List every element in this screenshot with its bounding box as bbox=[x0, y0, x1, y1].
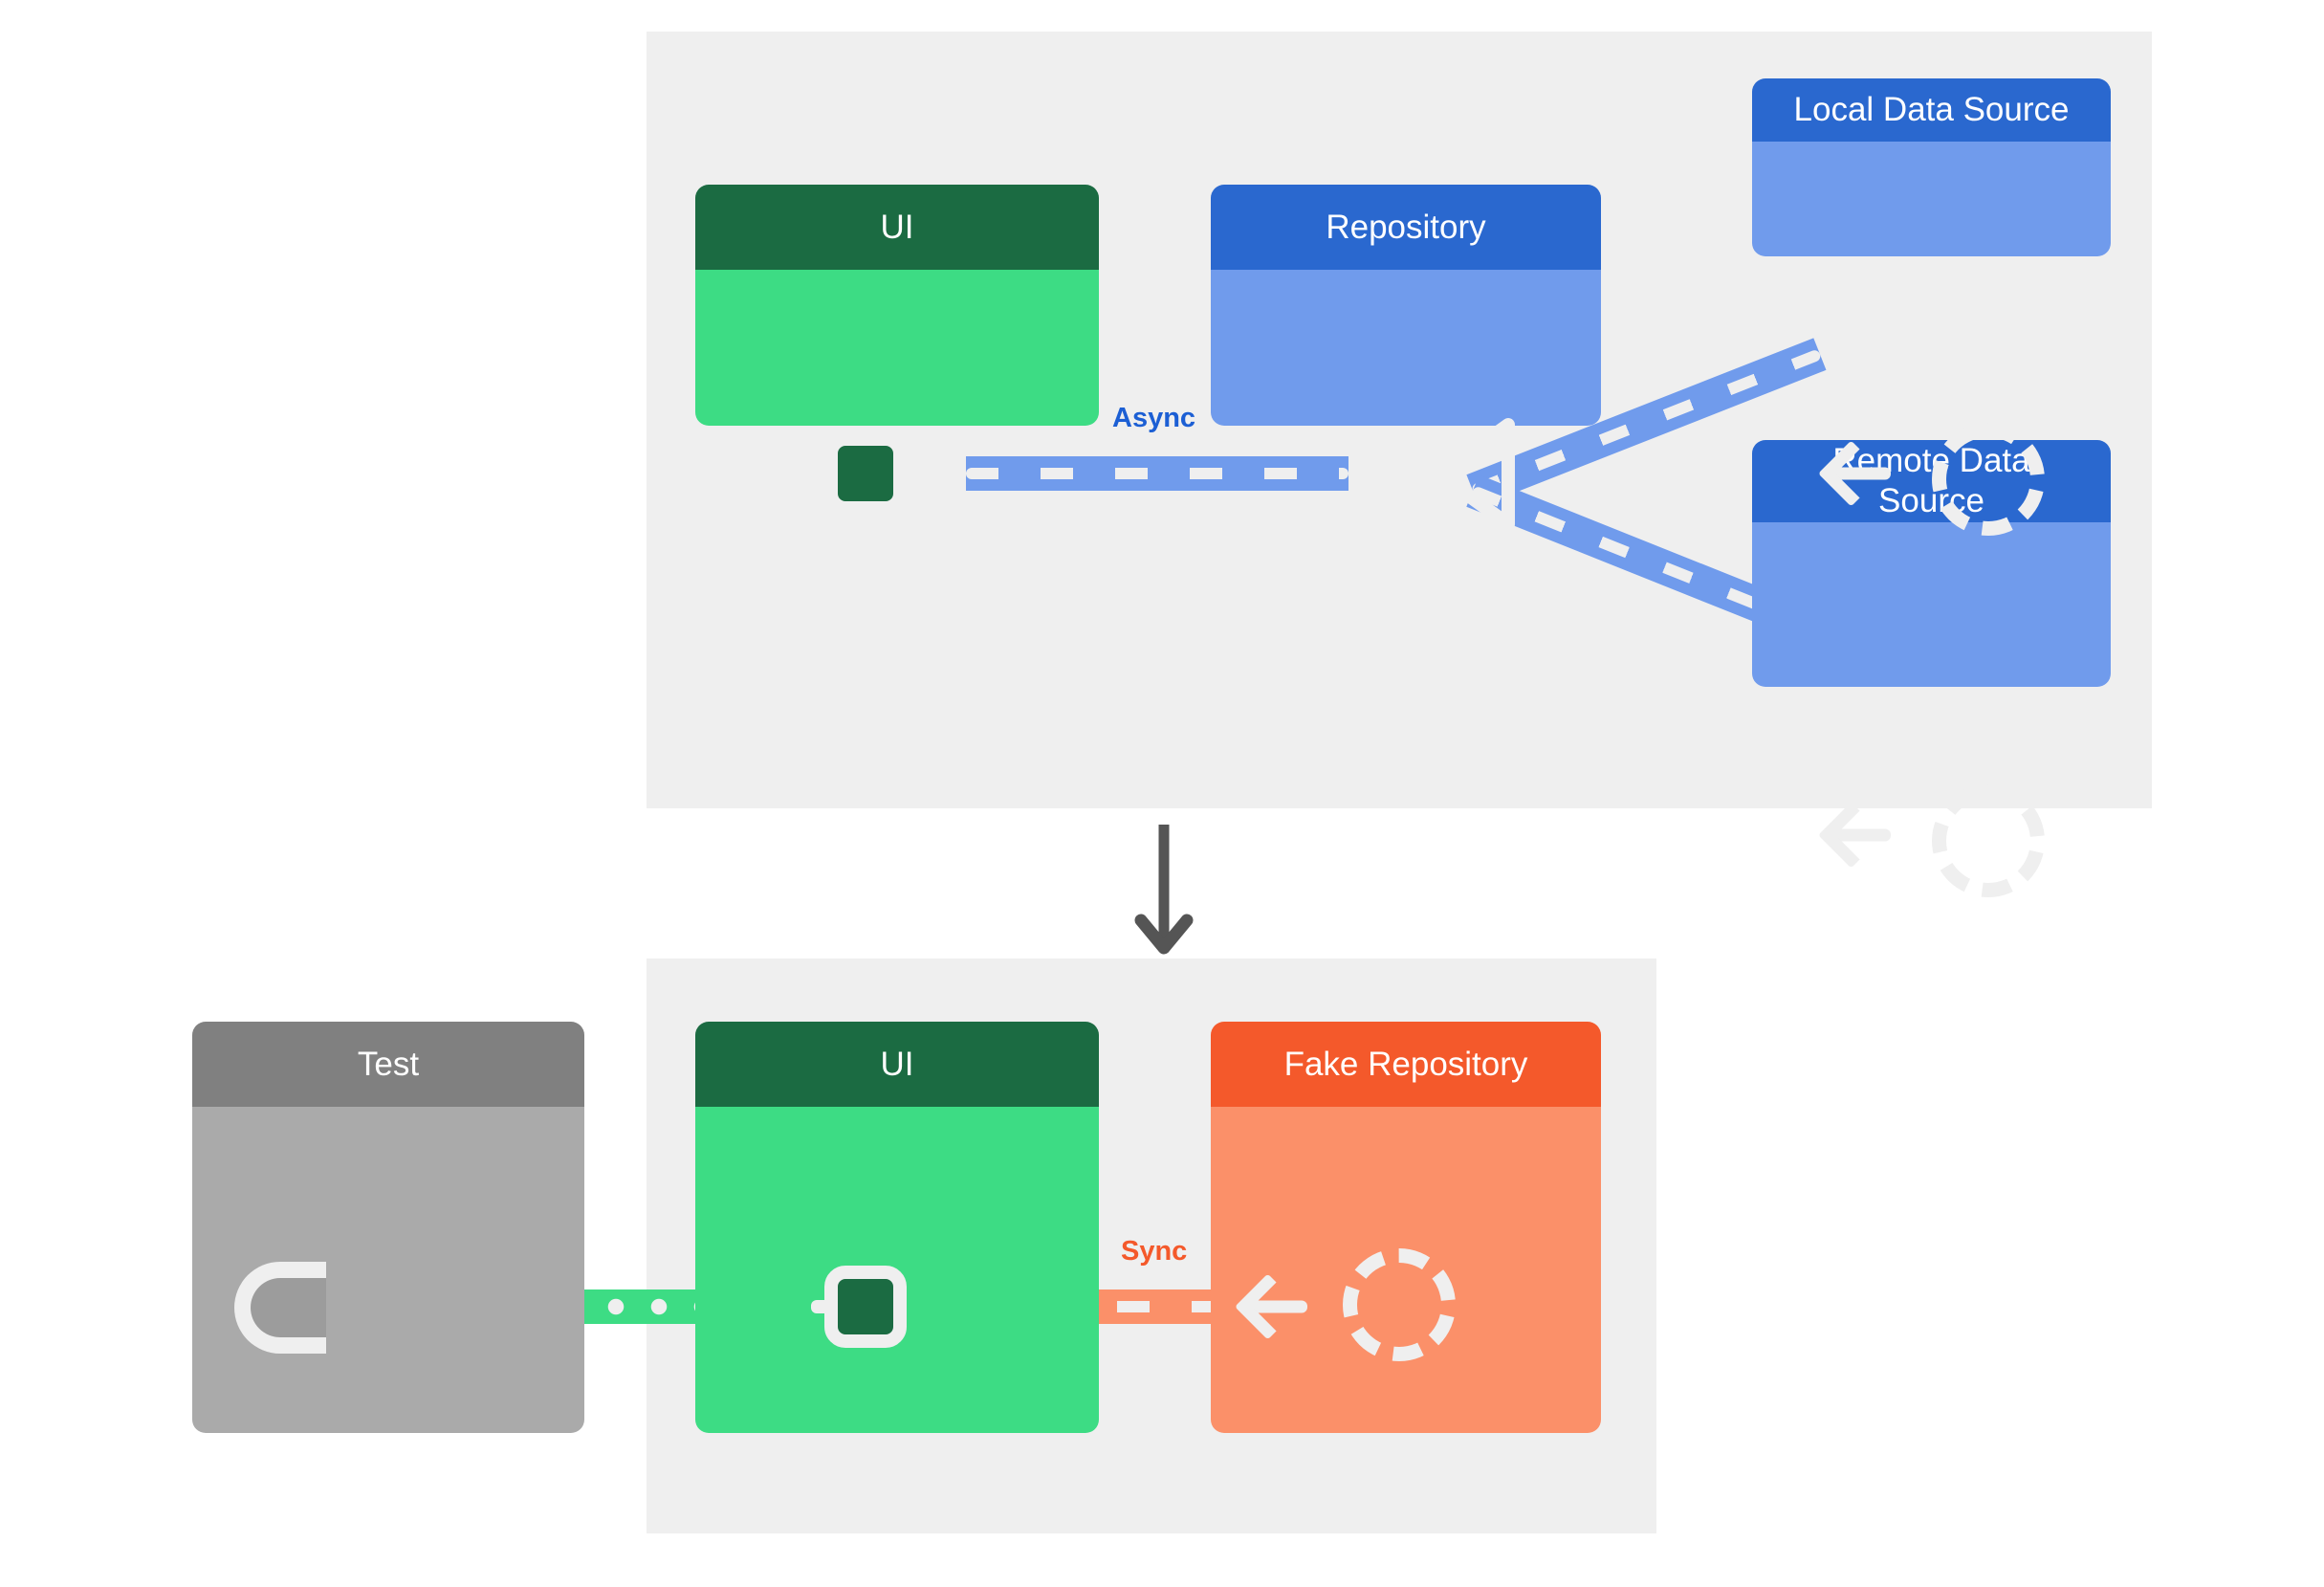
card-ui-production[interactable]: UI bbox=[695, 185, 1099, 426]
card-body-test bbox=[192, 1107, 584, 1433]
arrow-left-icon bbox=[1239, 1280, 1307, 1334]
card-body-repository bbox=[1211, 270, 1601, 426]
card-repository[interactable]: Repository bbox=[1211, 185, 1601, 426]
card-local-data-source[interactable]: Local Data Source bbox=[1752, 78, 2111, 256]
dashed-circle-icon bbox=[1932, 784, 2045, 897]
connector-label-async: Async bbox=[1112, 403, 1196, 433]
test-socket-icon bbox=[234, 1262, 326, 1354]
connector-label-sync: Sync bbox=[1121, 1236, 1188, 1267]
card-body-remote-data-source bbox=[1752, 522, 2111, 687]
ui-plug-square-icon bbox=[824, 432, 907, 515]
card-fake-repository[interactable]: Fake Repository bbox=[1211, 1022, 1601, 1433]
card-body-ui bbox=[695, 270, 1099, 426]
dashed-circle-icon bbox=[1343, 1248, 1456, 1361]
dashed-circle-icon bbox=[1932, 423, 2045, 536]
dash-pattern bbox=[966, 468, 1348, 479]
card-body-local-data-source bbox=[1752, 142, 2111, 256]
card-title-ui: UI bbox=[695, 1022, 1099, 1107]
ui-plug-square-icon bbox=[824, 1266, 907, 1348]
arrow-left-icon bbox=[1822, 447, 1891, 500]
play-triangle-icon bbox=[1433, 418, 1515, 531]
downward-flow-arrow-icon bbox=[1134, 825, 1194, 955]
card-ui-test[interactable]: UI bbox=[695, 1022, 1099, 1433]
card-title-local-data-source: Local Data Source bbox=[1752, 78, 2111, 142]
card-test[interactable]: Test bbox=[192, 1022, 584, 1433]
connector-band-async bbox=[966, 456, 1348, 491]
card-title-fake-repository: Fake Repository bbox=[1211, 1022, 1601, 1107]
card-title-repository: Repository bbox=[1211, 185, 1601, 270]
arrow-left-icon bbox=[1822, 808, 1891, 862]
card-title-test: Test bbox=[192, 1022, 584, 1107]
card-title-ui: UI bbox=[695, 185, 1099, 270]
